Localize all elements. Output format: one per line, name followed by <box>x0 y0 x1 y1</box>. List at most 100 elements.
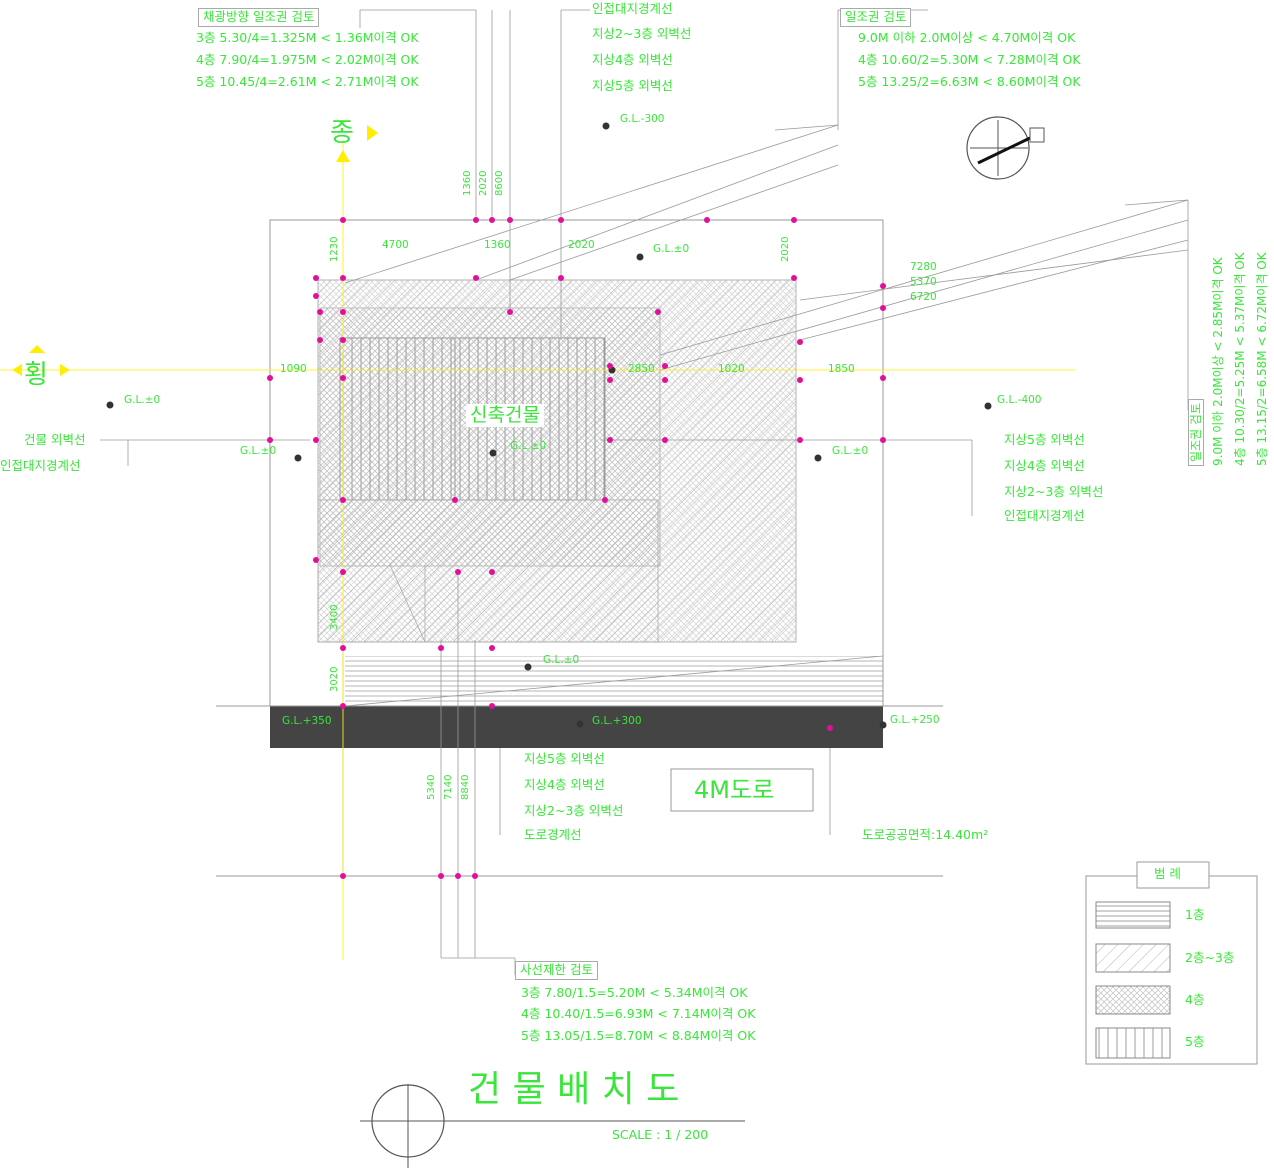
vertex-point <box>455 569 461 575</box>
vertex-point <box>489 217 495 223</box>
label-wall-4: 지상4층 외벽선 <box>592 52 673 67</box>
dim-label: 5340 <box>426 774 437 800</box>
vertex-point <box>313 437 319 443</box>
dim-label: 8840 <box>460 774 471 800</box>
diagonal-check-title: 사선제한 검토 <box>515 961 598 980</box>
vertex-point <box>340 569 346 575</box>
vertex-point <box>452 497 458 503</box>
diagonal-check-line: 5층 13.05/1.5=8.70M < 8.84M이격 OK <box>521 1028 756 1043</box>
dim-label: 2020 <box>780 236 791 262</box>
legend-title: 범 례 <box>1154 866 1181 881</box>
label-wall-5: 지상5층 외벽선 <box>524 751 605 766</box>
vertex-point <box>607 363 613 369</box>
title-symbol <box>360 1084 745 1168</box>
vertex-point <box>473 217 479 223</box>
dim-label: 2850 <box>628 363 655 375</box>
label-adjacent-boundary: 인접대지경계선 <box>1004 508 1085 523</box>
vertex-point <box>797 437 803 443</box>
dim-label: 7280 <box>910 261 937 273</box>
legend-swatch-2 <box>1095 943 1171 973</box>
floor-2-3-lower <box>317 499 659 643</box>
vertex-point <box>340 375 346 381</box>
gl-label: G.L.-400 <box>997 394 1042 406</box>
horizontal-direction-arrow <box>29 345 45 353</box>
dim-label: 6720 <box>910 291 937 303</box>
dim-label: 1850 <box>828 363 855 375</box>
label-adjacent-boundary: 인접대지경계선 <box>592 1 673 16</box>
vertex-point <box>267 437 273 443</box>
vertex-point <box>317 337 323 343</box>
vertex-point <box>267 375 273 381</box>
road <box>270 706 883 748</box>
setback-check-line: 4층 7.90/4=1.975M < 2.02M이격 OK <box>196 52 419 67</box>
label-wall-2-3: 지상2~3층 외벽선 <box>524 803 624 818</box>
sunlight-check-line: 9.0M 이하 2.0M이상 < 4.70M이격 OK <box>858 30 1076 45</box>
sunlight-side-title: 일조권 검토 <box>1188 398 1204 466</box>
label-wall-2-3: 지상2~3층 외벽선 <box>592 26 692 41</box>
vertical-direction-arrow <box>367 125 378 141</box>
dim-label: 3400 <box>329 604 340 630</box>
label-adjacent-boundary: 인접대지경계선 <box>0 458 81 473</box>
gl-label: G.L.±0 <box>832 445 869 457</box>
vertex-point <box>438 873 444 879</box>
vertex-point <box>340 337 346 343</box>
dim-label: 2020 <box>568 239 595 251</box>
vertex-point <box>489 569 495 575</box>
legend-item: 4층 <box>1185 992 1205 1007</box>
dim-label: 1360 <box>484 239 511 251</box>
vertex-point <box>791 275 797 281</box>
sunlight-side-line: 9.0M 이하 2.0M이상 < 2.85M이격 OK <box>1211 257 1225 466</box>
vertex-point <box>507 309 513 315</box>
label-wall-5: 지상5층 외벽선 <box>1004 432 1085 447</box>
vertex-point <box>880 283 886 289</box>
legend-item: 5층 <box>1185 1034 1205 1049</box>
vertex-point <box>313 293 319 299</box>
vertex-point <box>340 873 346 879</box>
diagonal-check-line: 3층 7.80/1.5=5.20M < 5.34M이격 OK <box>521 985 748 1000</box>
dim-label: 5370 <box>910 276 937 288</box>
vertex-point <box>313 275 319 281</box>
vertex-point <box>558 275 564 281</box>
label-road-boundary: 도로경계선 <box>524 827 582 842</box>
vertex-point <box>558 217 564 223</box>
vertex-point <box>340 309 346 315</box>
gl-label: G.L.+300 <box>592 715 642 727</box>
legend-swatch-1 <box>1095 901 1171 929</box>
gl-label: G.L.±0 <box>240 445 277 457</box>
horizontal-direction-label: 횡 <box>24 360 48 390</box>
gl-label: G.L.±0 <box>124 394 161 406</box>
road-name-box <box>670 768 814 812</box>
vertex-point <box>473 275 479 281</box>
vertex-point <box>655 309 661 315</box>
label-building-wall: 건물 외벽선 <box>24 432 86 447</box>
vertex-point <box>472 873 478 879</box>
vertex-point <box>880 437 886 443</box>
drawing-title: 건 물 배 치 도 <box>468 1069 680 1110</box>
legend-item: 1층 <box>1185 907 1205 922</box>
gl-label: G.L.±0 <box>510 440 547 452</box>
sunlight-side-line: 5층 13.15/2=6.58M < 6.72M이격 OK <box>1255 252 1269 466</box>
label-wall-4: 지상4층 외벽선 <box>1004 458 1085 473</box>
label-wall-5: 지상5층 외벽선 <box>592 78 673 93</box>
vertex-point <box>438 645 444 651</box>
vertex-point <box>704 217 710 223</box>
vertex-point <box>797 339 803 345</box>
vertex-point <box>880 305 886 311</box>
vertex-point <box>340 497 346 503</box>
vertex-point <box>507 217 513 223</box>
vertex-point <box>602 497 608 503</box>
legend-item: 2층~3층 <box>1185 950 1235 965</box>
legend-swatch-4 <box>1095 985 1171 1015</box>
vertex-point <box>791 217 797 223</box>
diagonal-check-line: 4층 10.40/1.5=6.93M < 7.14M이격 OK <box>521 1006 756 1021</box>
dim-label: 4700 <box>382 239 409 251</box>
sunlight-check-line: 5층 13.25/2=6.63M < 8.60M이격 OK <box>858 74 1081 89</box>
vertex-point <box>797 377 803 383</box>
gl-label: G.L.±0 <box>543 654 580 666</box>
label-wall-4: 지상4층 외벽선 <box>524 777 605 792</box>
setback-check-line: 5층 10.45/4=2.61M < 2.71M이격 OK <box>196 74 419 89</box>
dim-label: 7140 <box>443 774 454 800</box>
vertex-point <box>313 557 319 563</box>
road-name: 4M도로 <box>694 776 775 804</box>
